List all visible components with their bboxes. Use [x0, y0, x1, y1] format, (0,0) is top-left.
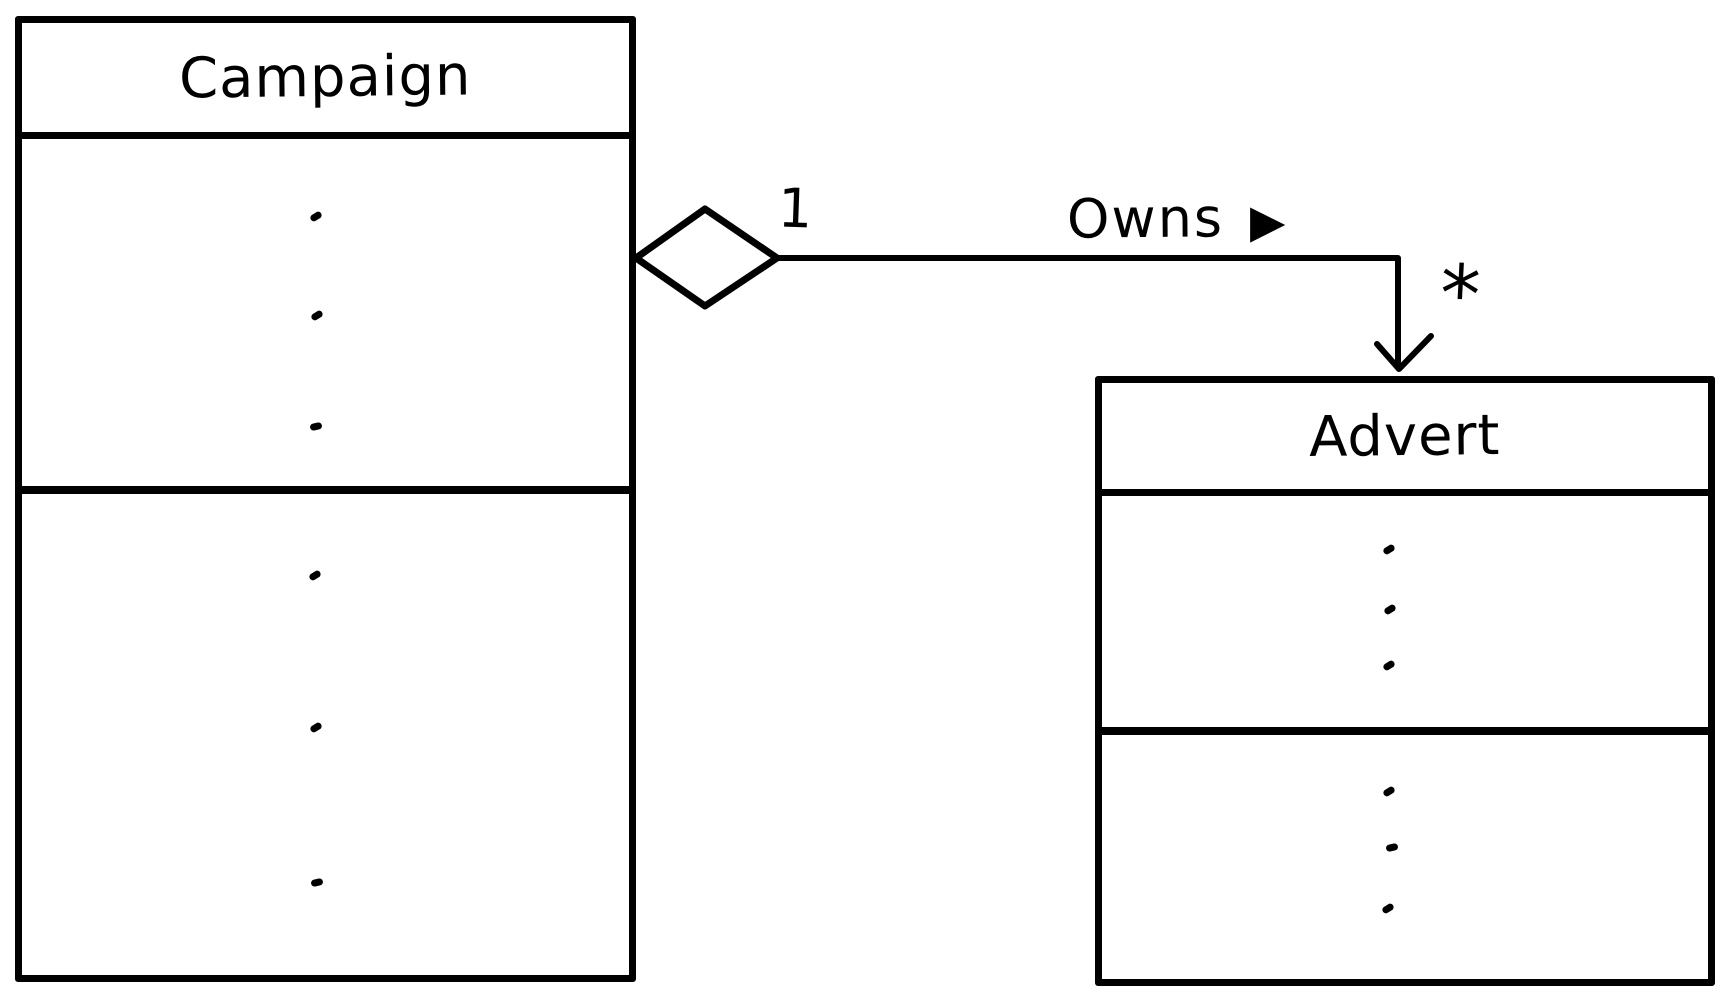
aggregation-diamond-icon	[632, 205, 781, 310]
method-placeholder-dot	[308, 569, 322, 582]
target-multiplicity-label: *	[1437, 247, 1483, 342]
method-placeholder-dot	[309, 721, 323, 734]
class-attributes-section-advert	[1102, 496, 1708, 735]
connector-line	[774, 255, 1401, 365]
class-header-campaign: Campaign	[22, 23, 629, 139]
direction-triangle-icon: ▶	[1250, 194, 1286, 248]
class-box-campaign: Campaign	[15, 16, 636, 982]
class-header-advert: Advert	[1102, 383, 1708, 496]
class-box-advert: Advert	[1095, 376, 1715, 986]
method-placeholder-dot	[1381, 902, 1395, 915]
class-attributes-section-campaign	[22, 139, 629, 494]
open-arrowhead-icon	[1374, 333, 1434, 372]
method-placeholder-dot	[1385, 842, 1399, 853]
relationship-name-label: Owns	[1066, 186, 1225, 251]
source-multiplicity-label: 1	[776, 176, 814, 241]
class-title-advert: Advert	[1308, 402, 1502, 470]
class-title-campaign: Campaign	[178, 43, 473, 112]
method-placeholder-dot	[310, 877, 324, 888]
method-placeholder-dot	[1382, 785, 1396, 798]
